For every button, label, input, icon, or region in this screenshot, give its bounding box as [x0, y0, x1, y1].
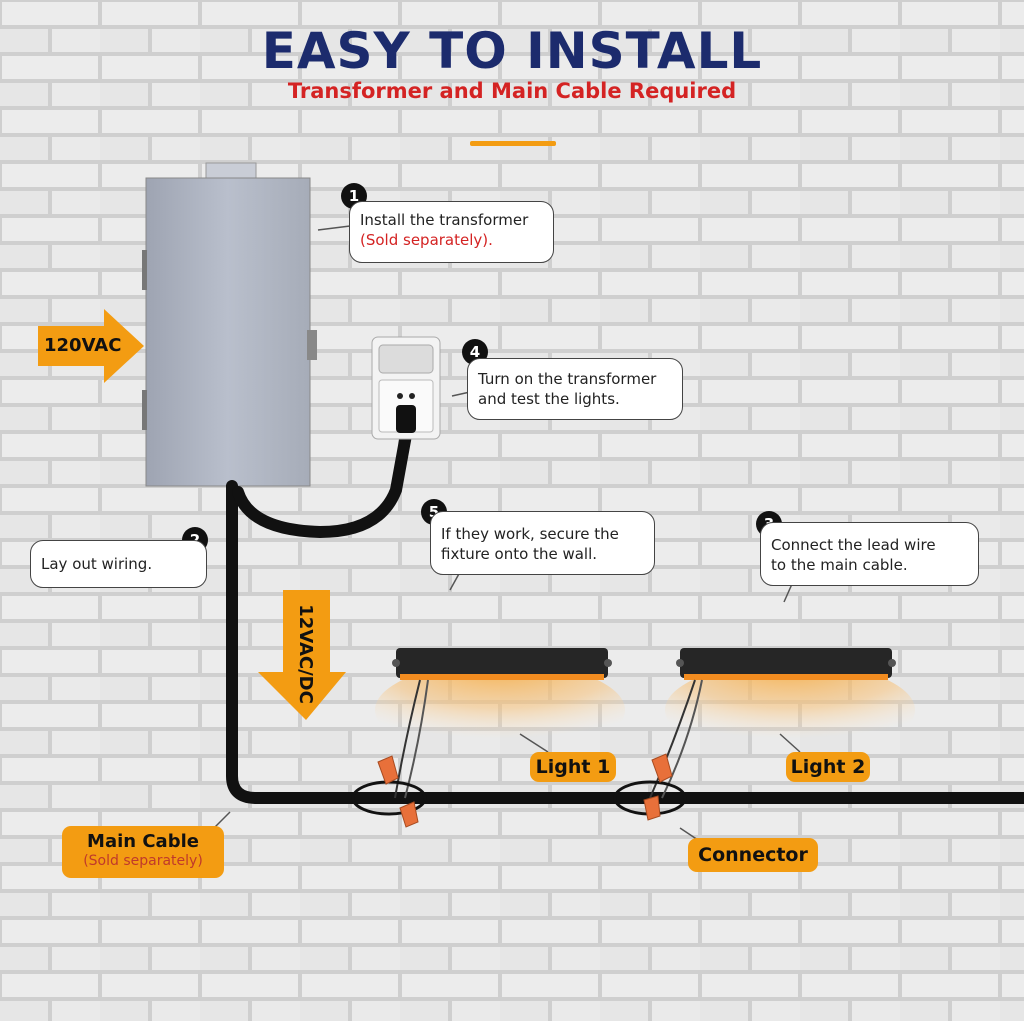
- step-3-line-2: to the main cable.: [771, 556, 908, 574]
- transformer-icon: [142, 162, 317, 487]
- outlet-icon: [371, 336, 441, 440]
- light-2-fixture: [649, 648, 915, 799]
- title-divider: [470, 141, 556, 146]
- step-5-callout: If they work, secure the fixture onto th…: [430, 511, 655, 575]
- connector-label: Connector: [688, 838, 818, 872]
- output-arrow: [258, 590, 346, 720]
- step-4-line-1: Turn on the transformer: [478, 370, 657, 388]
- light-1-label: Light 1: [530, 752, 616, 782]
- step-1-note: (Sold separately).: [360, 231, 493, 249]
- step-4-line-2: and test the lights.: [478, 390, 620, 408]
- main-cable-note: (Sold separately): [83, 853, 203, 869]
- light-1-fixture: [375, 648, 625, 799]
- step-1-callout: Install the transformer (Sold separately…: [349, 201, 554, 263]
- main-cable: [226, 480, 1024, 804]
- step-3-callout: Connect the lead wire to the main cable.: [760, 522, 979, 586]
- output-voltage-label: 12VAC/DC: [295, 604, 316, 704]
- main-cable-title: Main Cable: [87, 831, 199, 852]
- step-1-text: Install the transformer: [360, 211, 529, 229]
- step-2-text: Lay out wiring.: [41, 555, 153, 573]
- step-5-line-1: If they work, secure the: [441, 525, 619, 543]
- light-2-label: Light 2: [786, 752, 870, 782]
- step-3-line-1: Connect the lead wire: [771, 536, 936, 554]
- main-cable-label: Main Cable (Sold separately): [62, 826, 224, 878]
- step-5-line-2: fixture onto the wall.: [441, 545, 598, 563]
- step-2-callout: Lay out wiring.: [30, 540, 207, 588]
- power-cord: [232, 429, 412, 539]
- input-voltage-label: 120VAC: [44, 335, 122, 356]
- step-4-callout: Turn on the transformer and test the lig…: [467, 358, 683, 420]
- page-subtitle: Transformer and Main Cable Required: [287, 79, 737, 103]
- page-title: EASY TO INSTALL: [261, 22, 763, 80]
- wire-nut-icons: [377, 753, 673, 828]
- cable-paths: [226, 429, 1024, 804]
- input-arrow: [38, 309, 144, 383]
